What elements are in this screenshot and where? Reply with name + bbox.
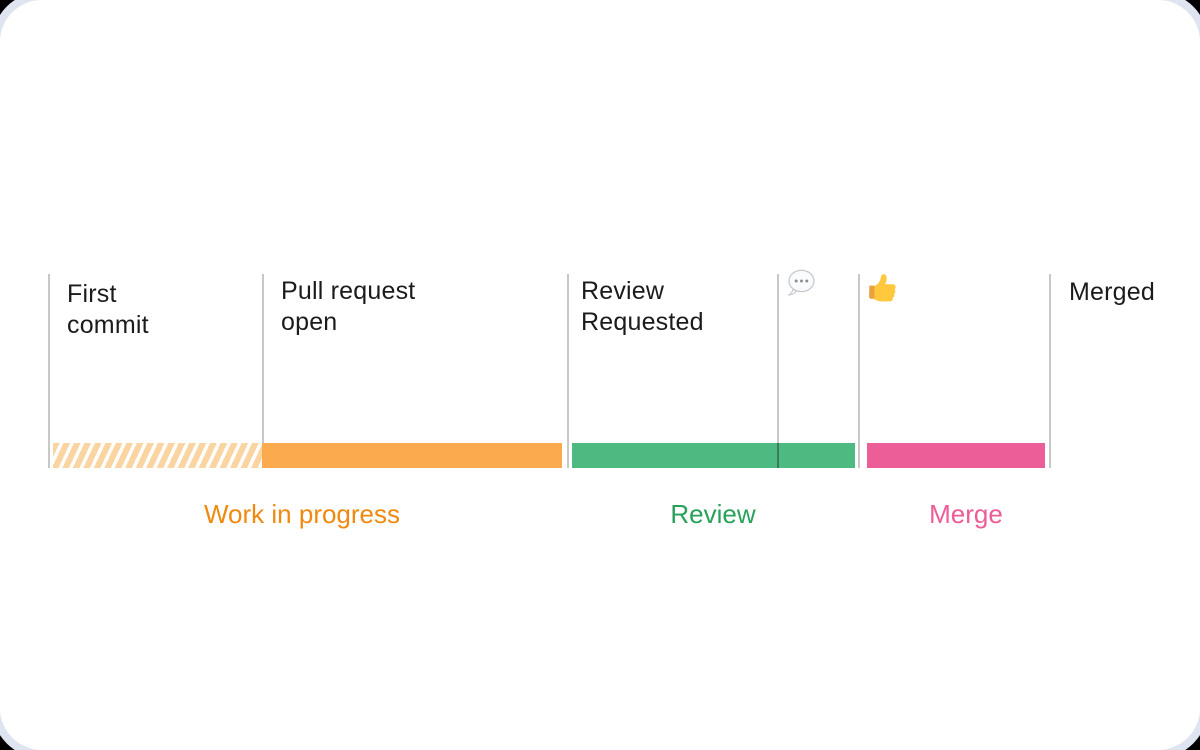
bar-work-in-progress (262, 443, 562, 468)
milestone-line-comment (777, 274, 779, 468)
bar-wip-pending-hatched (53, 443, 262, 468)
stage-label-pr-open: Pull request open (281, 277, 416, 336)
phase-label-review: Review (670, 499, 756, 529)
stage-label-merged: Merged (1069, 278, 1155, 306)
bar-review (572, 443, 855, 468)
milestone-line-first-commit (48, 274, 50, 468)
speech-balloon-icon (784, 267, 818, 306)
milestone-line-review-requested (567, 274, 569, 468)
bar-merge (867, 443, 1045, 468)
milestone-line-comment-over-bar (777, 443, 779, 468)
stage-label-review-requested: Review Requested (581, 277, 704, 336)
phase-label-work-in-progress: Work in progress (203, 499, 401, 529)
stage-label-first-commit: First commit (67, 280, 149, 339)
thumbs-up-icon (866, 270, 900, 309)
milestone-line-approved (858, 274, 860, 468)
milestone-line-pr-open (262, 274, 264, 468)
phase-label-merge: Merge (929, 499, 1003, 529)
milestone-line-merged (1049, 274, 1051, 468)
